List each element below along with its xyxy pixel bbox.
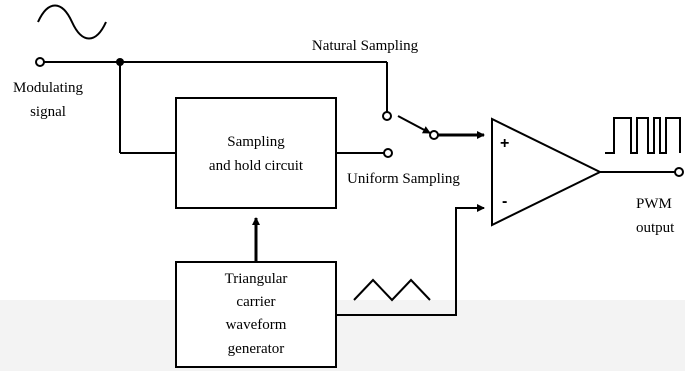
modulating-signal-label-line1: Modulating xyxy=(13,80,83,96)
switch-pivot xyxy=(429,130,439,140)
comparator-triangle xyxy=(491,117,603,227)
natural-sampling-label: Natural Sampling xyxy=(312,38,419,54)
background-band xyxy=(0,300,685,371)
carrier-wire xyxy=(336,204,485,316)
sample-hold-label-line1: Sampling xyxy=(227,134,285,150)
minus-input-label: - xyxy=(502,193,507,210)
sample-hold-block xyxy=(175,97,337,209)
modulating-signal-label-line2: signal xyxy=(30,104,66,120)
natural-sampling-contact xyxy=(382,111,392,121)
pwm-output-label-line1: PWM xyxy=(636,196,672,212)
uniform-sampling-contact xyxy=(383,148,393,158)
triangular-label-line1: Triangular xyxy=(225,271,288,287)
plus-input-label: + xyxy=(500,135,509,152)
triangular-label-line3: waveform xyxy=(226,317,287,333)
triangular-label-line4: generator xyxy=(228,341,285,357)
uniform-sampling-label: Uniform Sampling xyxy=(347,171,460,187)
pwm-waveform-icon xyxy=(605,117,681,154)
pwm-output-terminal xyxy=(674,167,684,177)
modulating-signal-terminal xyxy=(35,57,45,67)
switch-arm xyxy=(397,115,431,134)
sine-wave-icon xyxy=(37,4,107,40)
sample-hold-label-line2: and hold circuit xyxy=(209,158,304,174)
pwm-output-label-line2: output xyxy=(636,220,675,236)
triangular-label-line2: carrier xyxy=(236,294,275,310)
triangle-wave-icon xyxy=(353,278,431,302)
